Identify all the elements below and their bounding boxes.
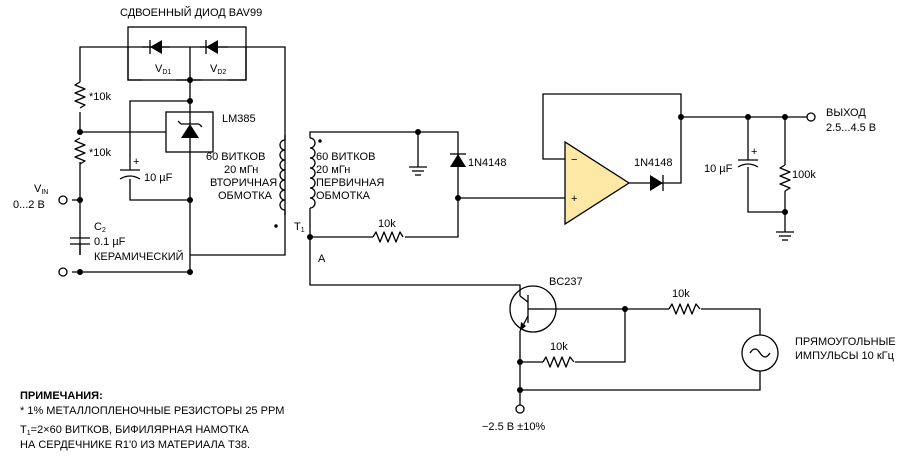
c2-label: C2 [94,221,106,234]
resistor-rect-zigzag [372,231,404,243]
transistor-label: BC237 [549,276,583,288]
vd1-triangle [150,40,162,54]
cap-10uf-value: 10 µF [144,172,173,184]
driver-stage: BC237 10k 10k ПРЯМОУГОЛЬНЫЕ ИМПУЛЬСЫ 10 … [482,276,896,433]
notes: ПРИМЕЧАНИЯ: * 1% МЕТАЛЛОПЛЕНОЧНЫЕ РЕЗИСТ… [20,390,284,451]
resistor-in-zigzag [668,303,701,315]
transistor-collector [519,295,529,303]
wires [72,46,807,405]
vin-range: 0...2 В [13,199,45,211]
cap-10uf-plus: + [133,156,139,168]
resistor-in-label: 10k [672,288,690,300]
lm385-triangle [181,124,199,138]
resistor-top-zigzag [74,81,86,109]
cap-out-plus: + [751,146,757,158]
output-range: 2.5...4.5 В [826,122,876,134]
secondary-inductance: 20 мГн [224,164,258,176]
notes-title: ПРИМЕЧАНИЯ: [20,390,103,402]
resistor-top-label: *10k [89,91,112,103]
output-stage: + 10 µF 100k ВЫХОД 2.5...4.5 В [704,107,876,241]
primary-phase-dot [318,139,322,143]
junctions [77,77,788,393]
notes-line3: НА СЕРДЕЧНИКЕ R1'0 ИЗ МАТЕРИАЛА T38. [20,439,250,451]
secondary-turns: 60 ВИТКОВ [206,151,265,163]
primary-inductance: 20 мГн [316,164,350,176]
transistor-circle [509,285,557,333]
cap-out-label: 10 µF [704,163,733,175]
primary-coil [309,137,316,209]
secondary-phase-dot [274,224,278,228]
cap-out-plate-bottom [737,163,759,168]
ground-terminal [58,267,68,277]
opamp-plus: + [571,193,577,205]
t1-label: T1 [294,221,305,234]
left-divider: *10k *10k C2 0.1 µF КЕРАМИЧЕСКИЙ VIN 0..… [13,81,184,277]
opamp-stage: − + 1N4148 [564,140,673,226]
c2-type: КЕРАМИЧЕСКИЙ [94,250,184,263]
supply-label: −2.5 В ±10% [482,421,545,433]
resistor-rect-label: 10k [378,218,396,230]
vd2-label: VD2 [210,63,226,76]
source-label-1: ПРЯМОУГОЛЬНЫЕ [795,336,896,348]
diode-rect-label: 1N4148 [468,157,507,169]
cap-10uf-plate-bottom [119,175,141,180]
diode-rect-triangle [450,154,466,167]
opamp-triangle [564,140,631,226]
diode-out-label: 1N4148 [634,157,673,169]
dual-diode-bav99: СДВОЕННЫЙ ДИОД BAV99 VD1 VD2 [120,6,262,81]
c2-value: 0.1 µF [94,236,126,248]
vd1-label: VD1 [155,63,171,76]
secondary-coil [279,139,286,211]
diode-out-triangle [650,175,663,191]
source-label-2: ИМПУЛЬСЫ 10 кГц [795,350,895,362]
vd2-triangle [206,40,218,54]
source-sine-icon [749,348,771,358]
transformer-t1: 60 ВИТКОВ 20 мГн ВТОРИЧНАЯ ОБМОТКА 60 ВИ… [206,137,384,265]
lm385-reference: LM385 [165,111,256,153]
output-terminal [806,112,816,122]
resistor-bottom-label: *10k [89,147,112,159]
diode-pair-box [127,26,247,81]
supply-terminal [515,404,525,414]
vin-label: VIN [34,183,48,196]
notes-line1: * 1% МЕТАЛЛОПЛЕНОЧНЫЕ РЕЗИСТОРЫ 25 PPM [20,405,284,417]
secondary-name1: ВТОРИЧНАЯ [210,177,277,189]
output-label: ВЫХОД [826,107,866,119]
vin-terminal [58,195,68,205]
rectifier-stage: 1N4148 10k [372,150,507,243]
opamp-minus: − [571,154,577,166]
resistor-load-label: 100k [792,169,816,181]
resistor-base-zigzag [542,356,575,368]
notes-line2: T1=2×60 ВИТКОВ, БИФИЛЯРНАЯ НАМОТКА [20,424,249,437]
node-a-label: A [318,253,326,265]
primary-turns: 60 ВИТКОВ [316,151,375,163]
secondary-name2: ОБМОТКА [218,190,273,202]
resistor-bottom-zigzag [74,137,86,165]
resistor-load-zigzag [779,164,791,192]
lm385-label: LM385 [222,113,256,125]
transistor-emitter-arrow [520,322,526,331]
primary-name1: ПЕРВИЧНАЯ [316,177,384,189]
diode-pair-title: СДВОЕННЫЙ ДИОД BAV99 [120,6,262,19]
primary-name2: ОБМОТКА [316,190,371,202]
resistor-base-label: 10k [550,341,568,353]
square-wave-source [741,334,779,372]
